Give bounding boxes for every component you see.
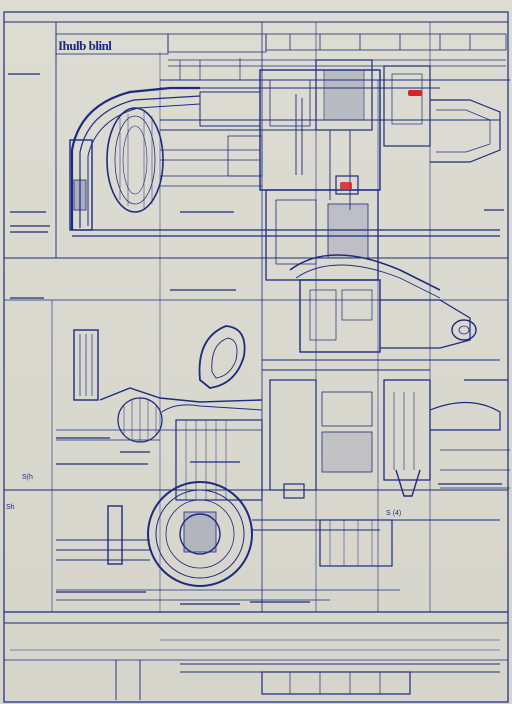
sheet-frame: [3, 11, 509, 703]
callout-label-sh: S(h: [22, 474, 33, 481]
wheel-assembly: [56, 481, 500, 601]
red-accents: [340, 90, 422, 190]
left-mechanism: [56, 325, 263, 501]
base-strip: [10, 639, 500, 700]
title-block: [55, 33, 507, 67]
right-column: [269, 379, 510, 499]
dimension-notes: [8, 73, 508, 605]
central-tower: [262, 189, 500, 371]
callout-label-s4: S (4): [386, 510, 402, 517]
callout-label-sh-2: Sh: [6, 504, 15, 511]
sheet-title: Ihulb blinl: [58, 38, 112, 53]
upper-assembly: [69, 58, 510, 237]
